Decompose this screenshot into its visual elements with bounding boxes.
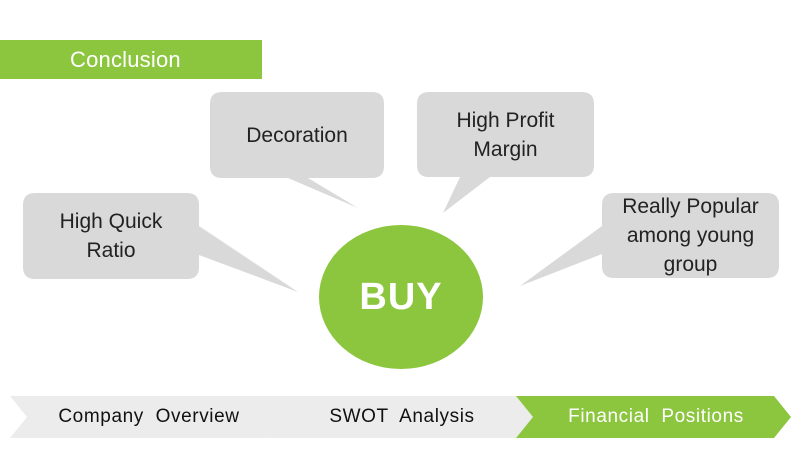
buy-label: BUY bbox=[359, 275, 443, 318]
bubble-high-quick-ratio-line-1: High Quick bbox=[59, 210, 163, 233]
process-step-financial-positions-shape bbox=[516, 396, 791, 438]
bubble-really-popular-line-3: group bbox=[663, 253, 718, 276]
bubble-high-profit-margin-line-2: Margin bbox=[473, 137, 538, 161]
bubble-really-popular-line-1: Really Popular bbox=[622, 195, 759, 218]
bubble-high-quick-ratio-shape bbox=[23, 193, 298, 292]
bubble-really-popular-line-2: among young bbox=[626, 224, 755, 247]
conclusion-banner: Conclusion bbox=[0, 40, 262, 79]
process-step-company-overview-shape bbox=[10, 396, 280, 438]
bubble-decoration: Decoration bbox=[210, 92, 384, 178]
slide-title: Conclusion bbox=[70, 46, 181, 72]
bubble-high-quick-ratio: High Quick Ratio bbox=[23, 193, 199, 279]
process-step-company-overview[interactable]: Company Overview bbox=[58, 406, 240, 427]
process-step-swot-analysis-shape bbox=[263, 396, 533, 438]
bubble-decoration-line-1: Decoration bbox=[246, 123, 348, 147]
bubble-high-quick-ratio-line-2: Ratio bbox=[86, 239, 136, 262]
process-step-swot-analysis[interactable]: SWOT Analysis bbox=[329, 406, 475, 427]
bubble-high-profit-margin: High Profit Margin bbox=[417, 92, 594, 177]
bubble-high-profit-margin-line-1: High Profit bbox=[456, 108, 555, 132]
process-step-financial-positions[interactable]: Financial Positions bbox=[568, 406, 744, 427]
bubble-really-popular-shape bbox=[520, 193, 779, 286]
buy-circle bbox=[319, 225, 483, 369]
bubble-decoration-shape bbox=[210, 92, 384, 208]
bubble-high-profit-margin-shape bbox=[417, 92, 594, 213]
bubble-really-popular: Really Popular among young group bbox=[602, 193, 779, 278]
